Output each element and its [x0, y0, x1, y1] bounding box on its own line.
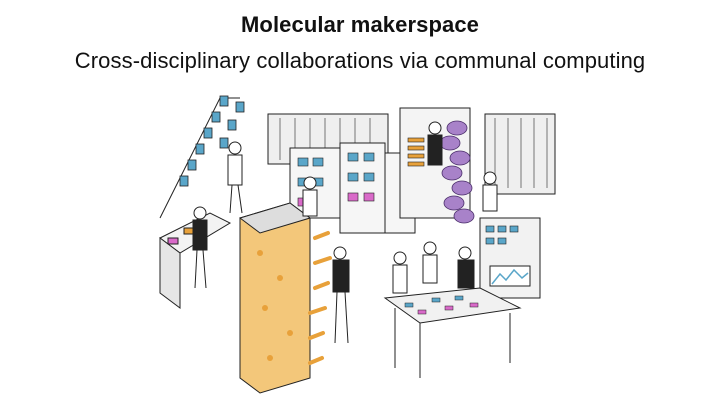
people — [192, 121, 498, 344]
slide-subtitle: Cross-disciplinary collaborations via co… — [74, 48, 646, 73]
left-wall-screens — [159, 95, 245, 219]
slide-title: Molecular makerspace — [240, 12, 480, 37]
makerspace-illustration — [159, 95, 556, 394]
membrane-block — [238, 202, 332, 394]
work-table — [383, 287, 522, 378]
data-kiosk — [479, 217, 541, 299]
